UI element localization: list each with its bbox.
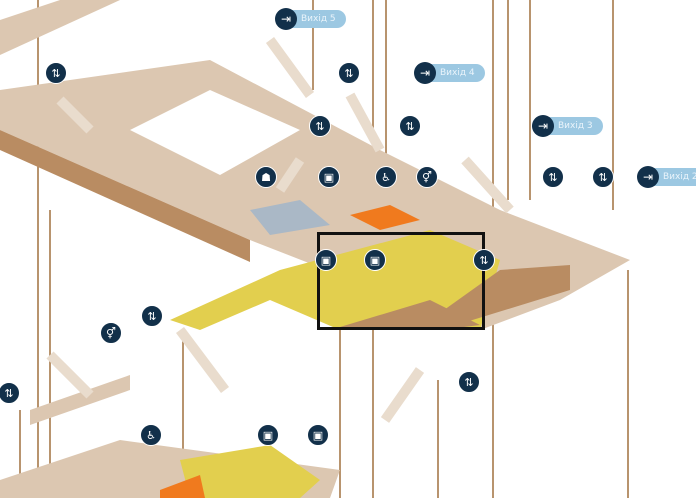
exit-icon: ⇥ (275, 8, 297, 30)
ticket-machine-icon[interactable]: ▣ (257, 424, 279, 446)
orange-zone (350, 205, 420, 230)
stair-wall (0, 130, 250, 262)
exit-icon: ⇥ (637, 166, 659, 188)
escalator-icon[interactable]: ⇅ (592, 166, 614, 188)
accessibility-icon[interactable]: ♿ (375, 166, 397, 188)
exit-label-text: Вихід 4 (424, 64, 485, 82)
exit-label[interactable]: ⇥Вихід 2 (637, 166, 696, 188)
escalator-icon[interactable]: ⇅ (45, 62, 67, 84)
exit-label[interactable]: ⇥Вихід 4 (414, 62, 485, 84)
ticket-machine-icon[interactable]: ▣ (307, 424, 329, 446)
escalator-icon[interactable]: ⇅ (542, 166, 564, 188)
exit-label-text: Вихід 3 (542, 117, 603, 135)
lower-left-floor (30, 375, 130, 425)
upper-concourse (0, 0, 120, 55)
exit-label-text: Вихід 5 (285, 10, 346, 28)
escalator-icon[interactable]: ⇅ (338, 62, 360, 84)
escalator-icon[interactable]: ⇅ (473, 249, 495, 271)
right-block (430, 265, 570, 330)
lower-platform (180, 445, 320, 498)
exit-label[interactable]: ⇥Вихід 5 (275, 8, 346, 30)
escalator-icon[interactable]: ⇅ (141, 305, 163, 327)
accessibility-icon[interactable]: ♿ (140, 424, 162, 446)
info-desk-icon[interactable]: ☗ (255, 166, 277, 188)
escalators (46, 37, 514, 423)
lower-orange (160, 475, 205, 498)
toilet-icon[interactable]: ⚥ (416, 166, 438, 188)
escalator-icon[interactable]: ⇅ (309, 115, 331, 137)
highlight-box (317, 232, 485, 330)
ticket-machine-icon[interactable]: ▣ (318, 166, 340, 188)
escalator-icon[interactable]: ⇅ (0, 382, 20, 404)
mezzanine-opening (130, 90, 300, 175)
escalator-icon[interactable]: ⇅ (458, 371, 480, 393)
toilet-icon[interactable]: ⚥ (100, 322, 122, 344)
ticket-machine-icon[interactable]: ▣ (364, 249, 386, 271)
exit-label-text: Вихід 2 (647, 168, 696, 186)
exit-label[interactable]: ⇥Вихід 3 (532, 115, 603, 137)
ticket-machine-icon[interactable]: ▣ (315, 249, 337, 271)
exit-icon: ⇥ (414, 62, 436, 84)
blue-zone (250, 200, 330, 235)
escalator-icon[interactable]: ⇅ (399, 115, 421, 137)
exit-icon: ⇥ (532, 115, 554, 137)
